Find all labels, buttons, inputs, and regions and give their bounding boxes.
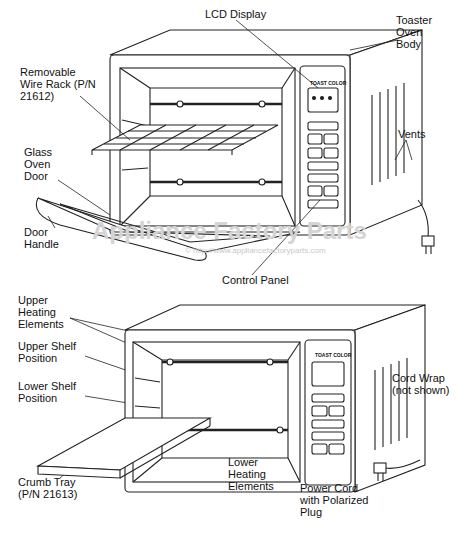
- part-label: Control Panel: [222, 274, 312, 286]
- part-label: Power Cord with Polarized Plug: [300, 482, 380, 518]
- part-label: Lower Shelf Position: [18, 380, 98, 404]
- bottom-oven: [38, 305, 425, 492]
- part-label: Removable Wire Rack (P/N 21612): [20, 66, 100, 102]
- part-label: Upper Shelf Position: [18, 340, 98, 364]
- part-label: Upper Heating Elements: [18, 294, 78, 330]
- part-label: Cord Wrap (not shown): [392, 372, 462, 396]
- part-label: Vents: [398, 128, 438, 140]
- part-label: Lower Heating Elements: [228, 456, 288, 492]
- panel-text: TOAST COLOR: [315, 352, 351, 358]
- part-label: Crumb Tray (P/N 21613): [18, 476, 98, 500]
- panel-text: TOAST COLOR: [310, 80, 346, 86]
- part-label: Toaster Oven Body: [396, 14, 444, 50]
- part-label: Glass Oven Door: [24, 146, 64, 182]
- watermark: Appliance Factory Parts: [92, 218, 367, 244]
- part-label: Door Handle: [24, 226, 72, 250]
- part-label: LCD Display: [205, 8, 275, 20]
- watermark-url: © http://www.appliancefactoryparts.com: [185, 246, 326, 255]
- top-oven: [36, 30, 434, 260]
